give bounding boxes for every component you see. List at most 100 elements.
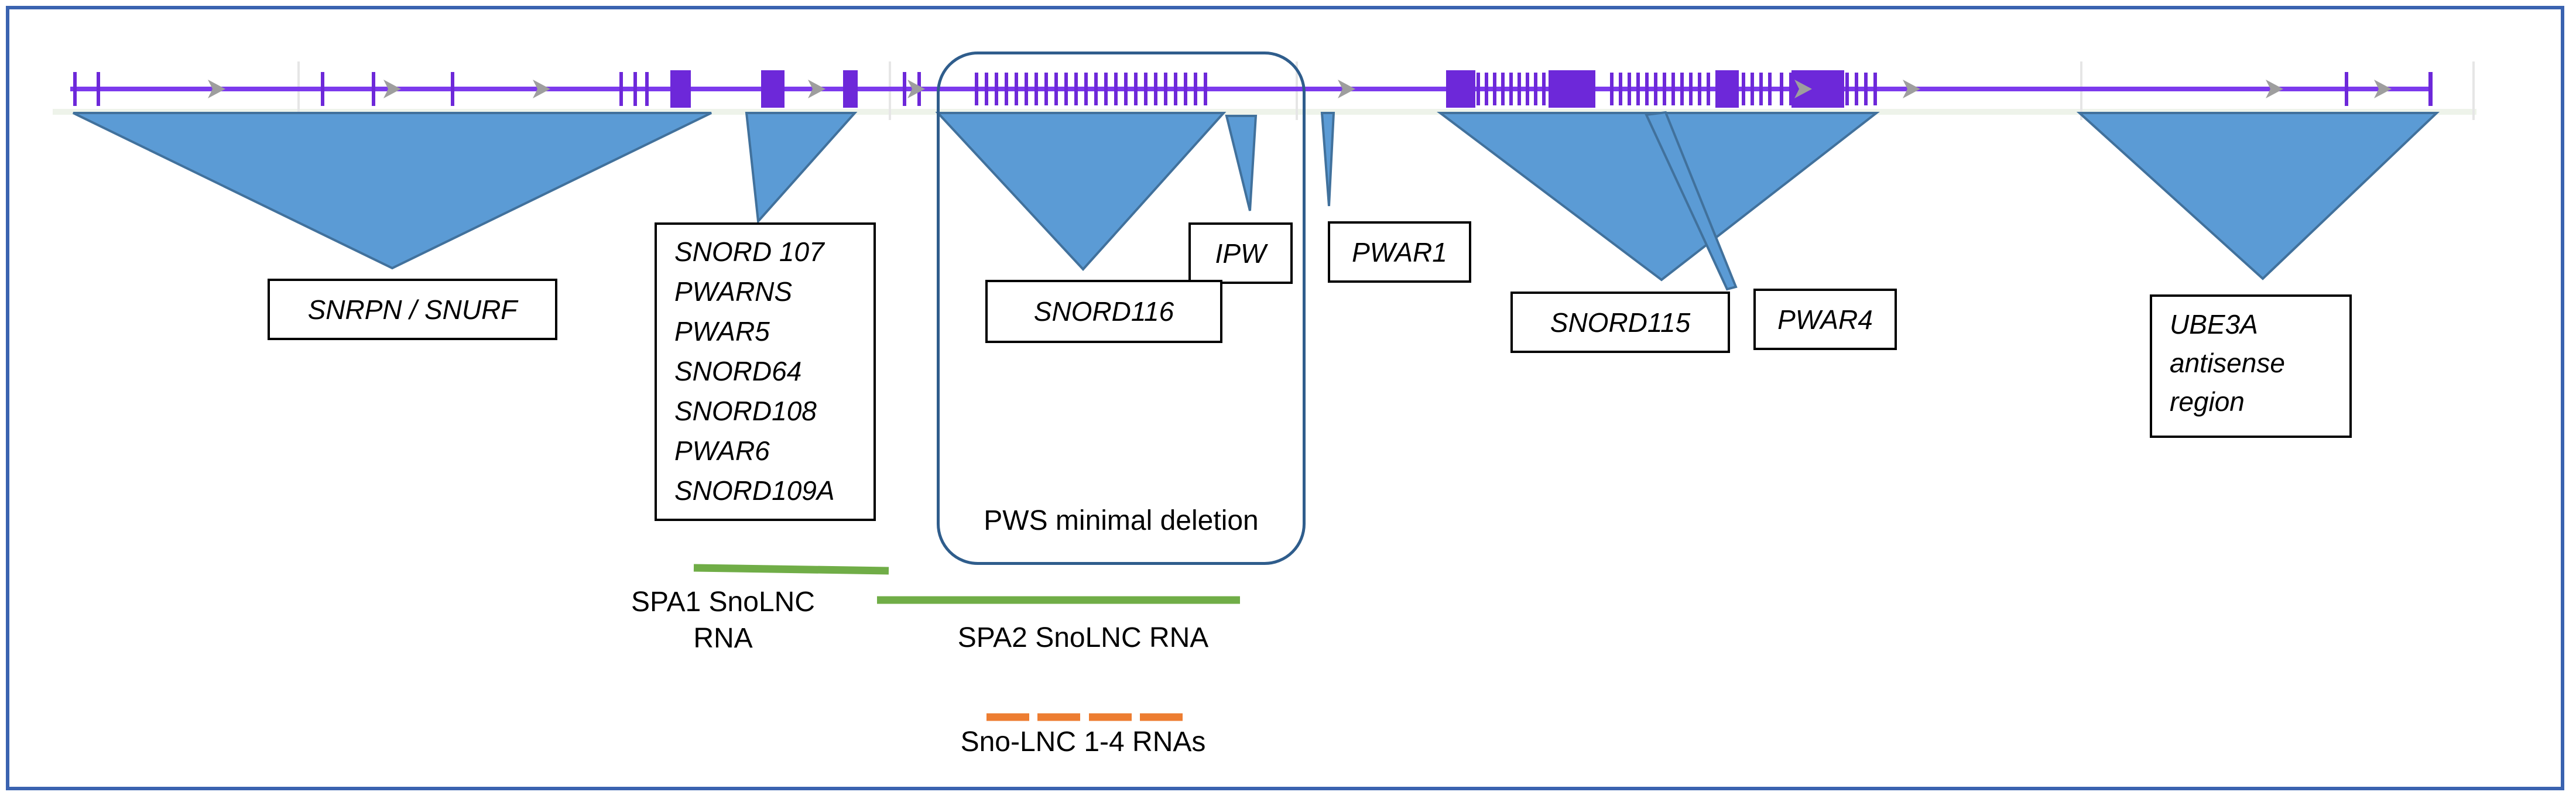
exon-mark — [1575, 73, 1578, 105]
exon-mark — [1583, 73, 1587, 105]
exon-mark — [1194, 73, 1197, 105]
exon-mark — [1698, 73, 1701, 105]
pwar4-label: PWAR4 — [1753, 289, 1897, 350]
exon-mark — [1724, 73, 1728, 105]
exon-mark — [1542, 73, 1546, 105]
exon-mark — [1174, 73, 1177, 105]
exon-mark — [1044, 73, 1048, 105]
exon-mark — [2345, 72, 2348, 106]
exon-mark — [1526, 73, 1529, 105]
snord116-triangle — [935, 112, 1227, 271]
antisense-line: antisense — [2170, 348, 2285, 378]
exon-mark — [1549, 70, 1595, 108]
exon-mark — [1636, 73, 1640, 105]
exon-mark — [1493, 73, 1496, 105]
exon-mark — [1628, 73, 1631, 105]
exon-mark — [1104, 73, 1108, 105]
exon-mark — [1154, 73, 1157, 105]
exon-marks — [73, 70, 2433, 108]
exon-mark — [1768, 73, 1772, 105]
spa1-label: SPA1 SnoLNC RNA — [603, 584, 843, 657]
exon-mark — [321, 72, 324, 106]
snord107-group-label: SNORD 107 PWARNS PWAR5 SNORD64 SNORD108 … — [655, 222, 876, 521]
snord108-line: SNORD108 — [674, 396, 817, 426]
exon-mark — [619, 72, 623, 106]
exon-mark — [1501, 73, 1505, 105]
ipw-triangle — [1225, 115, 1258, 211]
exon-mark — [1550, 73, 1554, 105]
exon-mark — [1567, 73, 1570, 105]
direction-arrow-icon — [808, 80, 825, 98]
expansion-triangles — [73, 111, 2440, 291]
snord107-line: SNORD 107 — [674, 237, 824, 267]
exon-mark — [1619, 73, 1622, 105]
direction-arrow-icon — [2266, 80, 2283, 98]
exon-mark — [1689, 73, 1693, 105]
exon-mark — [1460, 73, 1464, 105]
direction-arrows — [208, 80, 2392, 98]
exon-mark — [1064, 73, 1068, 105]
direction-arrow-icon — [2374, 80, 2392, 98]
exon-mark — [1645, 73, 1649, 105]
direction-arrow-icon — [907, 80, 925, 98]
exon-mark — [1094, 73, 1098, 105]
exon-mark — [1671, 73, 1675, 105]
exon-mark — [1789, 73, 1793, 105]
exon-mark — [1817, 73, 1821, 105]
snrpn-triangle — [73, 112, 712, 270]
exon-mark — [1864, 73, 1868, 105]
exon-mark — [1827, 73, 1830, 105]
spa1-line1: SPA1 SnoLNC — [631, 587, 815, 618]
exon-mark — [1084, 73, 1088, 105]
exon-mark — [995, 73, 998, 105]
exon-mark — [670, 70, 691, 108]
pws-deletion-label: PWS minimal deletion — [984, 505, 1259, 536]
snord64-line: SNORD64 — [674, 356, 802, 386]
exon-mark — [1759, 73, 1763, 105]
snolnc-label: Sno-LNC 1-4 RNAs — [960, 726, 1206, 758]
ube3a-line: UBE3A — [2170, 309, 2258, 340]
direction-arrow-icon — [208, 80, 225, 98]
exon-mark — [1054, 73, 1058, 105]
snord109a-line: SNORD109A — [674, 475, 835, 506]
exon-mark — [97, 72, 100, 106]
exon-mark — [451, 72, 454, 106]
exon-mark — [1034, 73, 1038, 105]
pwar1-label: PWAR1 — [1328, 221, 1471, 283]
exon-mark — [1164, 73, 1167, 105]
exon-mark — [1477, 73, 1480, 105]
snord116-label: SNORD116 — [985, 280, 1222, 343]
snord107-triangle — [745, 112, 858, 224]
exon-mark — [1144, 73, 1147, 105]
exon-mark — [1114, 73, 1118, 105]
pwar4-triangle — [1645, 111, 1738, 291]
exon-mark — [1663, 73, 1666, 105]
spa1-line2: RNA — [693, 623, 753, 654]
exon-mark — [903, 72, 906, 106]
snrpn-label: SNRPN / SNURF — [268, 279, 557, 340]
exon-mark — [1025, 73, 1028, 105]
exon-mark — [1134, 73, 1138, 105]
exon-mark — [1485, 73, 1488, 105]
pws-deletion-region — [937, 52, 1306, 565]
direction-arrow-icon — [533, 80, 550, 98]
region-line: region — [2170, 386, 2245, 417]
pwar6-line: PWAR6 — [674, 436, 770, 466]
exon-mark — [1855, 73, 1858, 105]
direction-arrow-icon — [1903, 80, 1920, 98]
pwarns-line: PWARNS — [674, 276, 793, 307]
ipw-label: IPW — [1188, 222, 1293, 284]
pwar5-line: PWAR5 — [674, 316, 770, 347]
exon-mark — [1534, 73, 1537, 105]
exon-mark — [1707, 73, 1710, 105]
exon-mark — [1680, 73, 1684, 105]
ube3a-label: UBE3A antisense region — [2150, 294, 2352, 438]
rna-bars — [693, 564, 1240, 721]
exon-mark — [1468, 73, 1472, 105]
exon-mark — [1845, 73, 1849, 105]
exon-mark — [2428, 72, 2433, 106]
exon-mark — [1873, 73, 1877, 105]
exon-mark — [1654, 73, 1657, 105]
exon-mark — [1005, 73, 1008, 105]
